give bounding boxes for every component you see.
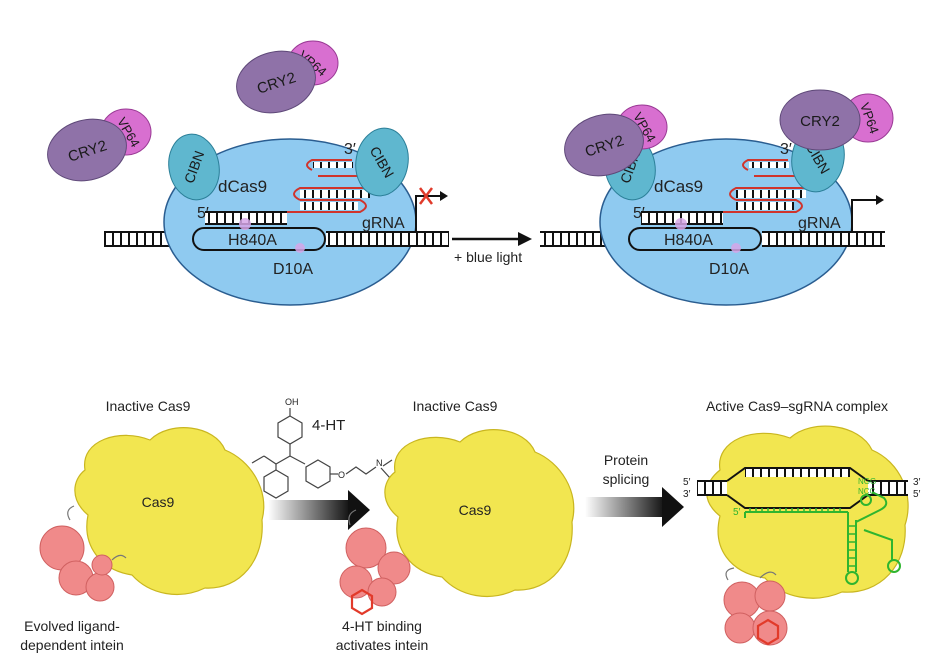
cas9-inactive-left: Cas9 [74,427,265,595]
grna-label-right: gRNA [798,215,841,232]
cry2-vp64-free-1: VP64 CRY2 [47,108,152,182]
top-right-state: dCas9 5′ 3′ gRNA H840A D10A CIBN CIBN VP… [540,89,894,306]
cibn-left-a: CIBN [168,133,220,201]
intein-middle [339,509,411,616]
three-prime-label-left: 3′ [344,141,356,158]
d10a-label-right: D10A [709,261,749,278]
4ht-hexagon-icon-released [756,618,780,646]
svg-text:O: O [338,470,345,480]
five-prime-dna-left: 5′ [683,477,691,488]
transcription-blocked-icon [415,187,448,232]
five-prime-label-left: 5′ [197,205,209,222]
splicing-line2: splicing [603,471,650,487]
4ht-label: 4-HT [312,417,345,434]
h840a-label-right: H840A [664,232,713,249]
intein-left [39,505,127,602]
splicing-line1: Protein [604,452,648,468]
svg-text:5′: 5′ [733,507,741,518]
middle-caption-line2: activates intein [336,637,429,653]
pam-top: NGG [858,477,876,486]
transcription-active-icon [851,195,884,232]
sgrna-rungs [749,508,856,567]
dcas9-label-right: dCas9 [654,177,703,196]
h840a-label-left: H840A [228,232,277,249]
cry2-vp64-bound-1: VP64 CRY2 [564,104,668,177]
cas9-label-left: Cas9 [142,494,175,510]
4ht-hexagon-icon [350,588,374,616]
cas9-label-middle: Cas9 [459,502,492,518]
five-prime-dna-right: 5′ [913,489,921,500]
4ht-molecule-icon: OH O N [251,397,393,499]
top-left-state: dCas9 5′ 3′ gRNA H840A D10A CIBN CIBN VP… [47,40,449,306]
cas9-inactive-middle: Cas9 [384,429,575,597]
svg-text:CRY2: CRY2 [800,113,840,130]
cry2-vp64-bound-2: VP64 CRY2 [779,89,894,151]
splicing-arrow [585,487,684,527]
dna-opened-left [192,211,446,251]
ligand-arrow [268,490,370,530]
dcas9-label-left: dCas9 [218,177,267,196]
pam-bottom: NCC [858,487,876,496]
blue-light-label: + blue light [454,249,522,265]
cry2-vp64-free-2: VP64 CRY2 [236,40,339,114]
left-caption-line2: dependent intein [20,637,124,653]
right-title: Active Cas9–sgRNA complex [706,398,888,414]
svg-text:N: N [376,458,383,468]
grna-label-left: gRNA [362,215,405,232]
left-title: Inactive Cas9 [106,398,191,414]
d10a-label-left: D10A [273,261,313,278]
three-prime-dna-left: 3′ [683,489,691,500]
five-prime-label-right: 5′ [633,205,645,222]
middle-caption-line1: 4-HT binding [342,618,422,634]
three-prime-label-right: 3′ [780,141,792,158]
svg-text:OH: OH [285,397,299,407]
cibn-left-b: CIBN [355,127,409,197]
left-caption-line1: Evolved ligand- [24,618,120,634]
blue-light-arrow: + blue light [452,232,532,265]
three-prime-dna-right: 3′ [913,477,921,488]
intein-released [723,567,788,646]
middle-title: Inactive Cas9 [413,398,498,414]
dna-active-right [697,467,908,509]
